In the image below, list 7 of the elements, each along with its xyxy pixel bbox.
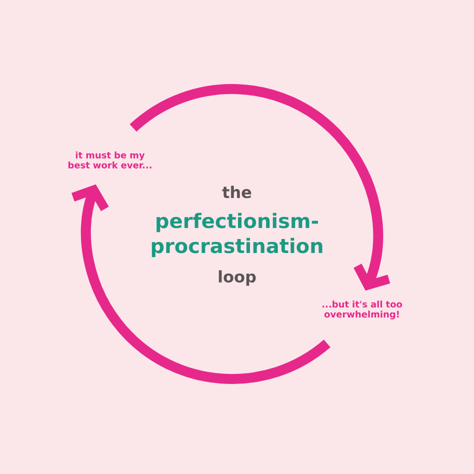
title-text: perfectionism-procrastination (152, 212, 322, 258)
title-text: the (222, 186, 252, 198)
title-text: loop (218, 270, 256, 286)
text-label: it must be my best work ever... (68, 152, 152, 168)
curved-arrow (71, 184, 330, 384)
curved-arrow (130, 84, 390, 291)
text-label: ...but it's all too overwhelming! (322, 300, 402, 320)
